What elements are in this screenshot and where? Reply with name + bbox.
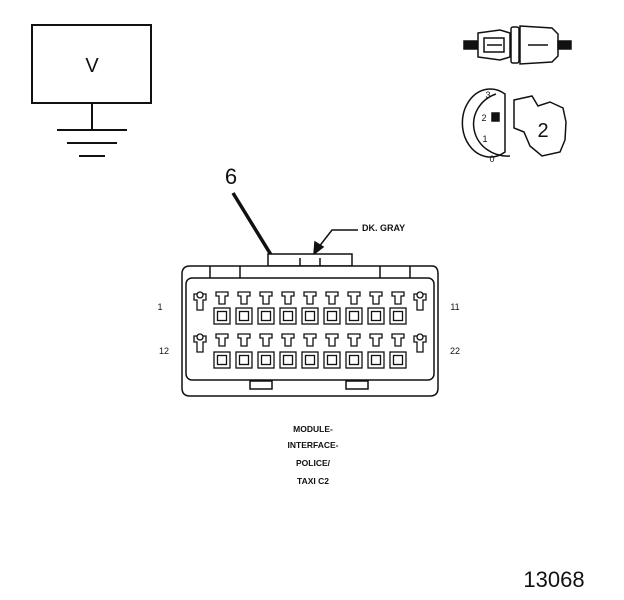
pin-cavity xyxy=(413,333,427,353)
pin-cavity xyxy=(193,333,207,353)
pin-label-last-bottom: 22 xyxy=(450,346,460,356)
pin-cavity xyxy=(367,291,385,325)
selector-dial xyxy=(461,88,567,158)
connector-title-line-3: POLICE/ xyxy=(296,458,331,468)
selector-position-3: 3 xyxy=(485,90,490,100)
pin-cavity xyxy=(345,333,363,369)
connector-tab-left xyxy=(249,380,273,390)
pin-cavity xyxy=(213,291,231,325)
pin-cavity xyxy=(257,291,275,325)
pin-cavity xyxy=(193,291,207,311)
connector-c2 xyxy=(181,253,439,397)
pin-label-last-top: 11 xyxy=(450,302,459,312)
figure-number: 13068 xyxy=(523,567,584,592)
probe-callout: 6 xyxy=(225,164,237,189)
pin-cavity xyxy=(345,291,363,325)
connector-title-line-4: TAXI C2 xyxy=(297,476,329,486)
pin-cavity xyxy=(389,291,407,325)
pin-label-first-bottom: 12 xyxy=(159,346,169,356)
pin-cavity xyxy=(301,291,319,325)
pin-cavity xyxy=(389,333,407,369)
pin-cavity xyxy=(323,333,341,369)
selector-position-1: 1 xyxy=(482,134,487,144)
pin-cavity xyxy=(279,291,297,325)
selector-position-2: 2 xyxy=(481,113,486,123)
connector-title-line-1: MODULE- xyxy=(293,424,333,434)
pin-cavity xyxy=(323,291,341,325)
wire-color-leader xyxy=(313,229,358,256)
wire-color-label: DK. GRAY xyxy=(362,223,405,233)
pin-cavity xyxy=(257,333,275,369)
connector-title-line-2: INTERFACE- xyxy=(288,440,339,450)
pin-cavities xyxy=(193,291,427,369)
connector-latch xyxy=(267,253,353,267)
connector-tab-right xyxy=(345,380,369,390)
pin-label-first-top: 1 xyxy=(157,302,162,312)
pin-cavity xyxy=(367,333,385,369)
probe-connector-icon xyxy=(463,25,572,65)
pin-cavity xyxy=(213,333,231,369)
selector-setting: 2 xyxy=(537,120,548,142)
voltmeter xyxy=(31,24,152,157)
pin-cavity xyxy=(301,333,319,369)
pin-cavity xyxy=(235,333,253,369)
pin-cavity xyxy=(279,333,297,369)
meter-label: V xyxy=(85,55,99,77)
pin-cavity xyxy=(413,291,427,311)
pin-cavity xyxy=(235,291,253,325)
selector-position-0: 0 xyxy=(489,154,494,164)
